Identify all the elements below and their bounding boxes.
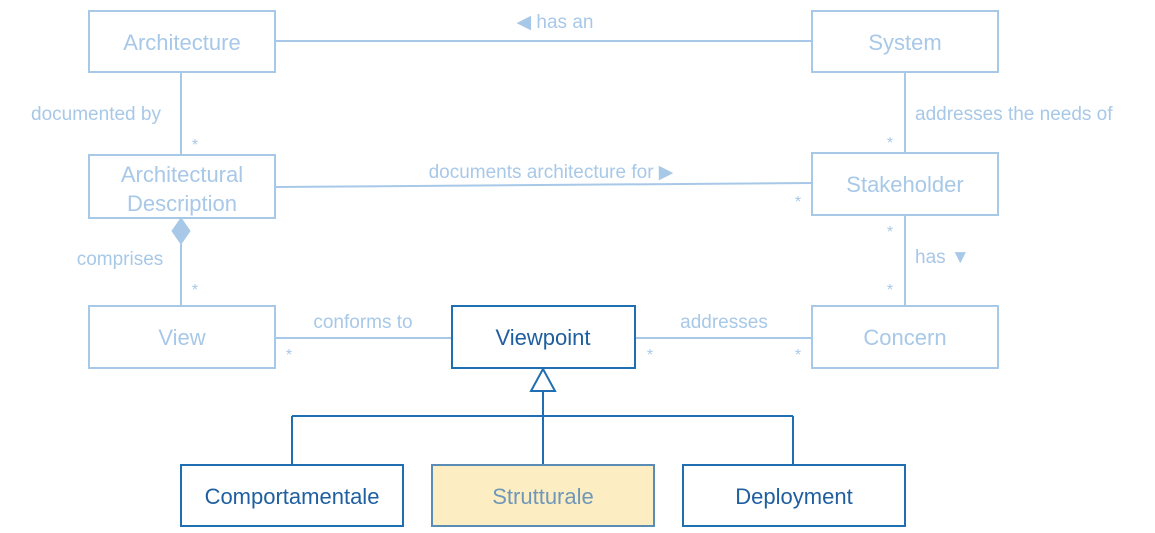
node-system-label: System bbox=[868, 30, 941, 55]
label-has-an: ◀ has an bbox=[517, 12, 594, 33]
label-has: has ▼ bbox=[915, 247, 970, 268]
node-architectural-description bbox=[88, 154, 276, 219]
node-deployment bbox=[682, 464, 906, 527]
label-addresses: addresses bbox=[680, 312, 768, 333]
node-view bbox=[88, 305, 276, 369]
multiplicity-description-top: * bbox=[192, 137, 198, 154]
label-documents-architecture-for: documents architecture for ▶ bbox=[429, 162, 674, 183]
node-concern-label: Concern bbox=[863, 325, 946, 350]
multiplicity-concern-top: * bbox=[887, 282, 893, 299]
multiplicity-stakeholder-left: * bbox=[795, 194, 801, 211]
node-strutturale-label: Strutturale bbox=[492, 484, 594, 509]
multiplicity-stakeholder-bottom: * bbox=[887, 224, 893, 241]
node-architecture bbox=[88, 10, 276, 73]
label-comprises: comprises bbox=[77, 249, 164, 270]
node-stakeholder bbox=[811, 152, 999, 216]
label-conforms-to: conforms to bbox=[313, 312, 412, 333]
multiplicity-concern-left: * bbox=[795, 347, 801, 364]
label-documented-by: documented by bbox=[31, 104, 161, 125]
multiplicity-viewpoint-right: * bbox=[647, 347, 653, 364]
node-stakeholder-label: Stakeholder bbox=[846, 172, 963, 197]
node-view-label: View bbox=[158, 325, 205, 350]
node-comportamentale bbox=[180, 464, 404, 527]
label-addresses-needs-of: addresses the needs of bbox=[915, 104, 1113, 125]
node-architecture-label: Architecture bbox=[123, 30, 240, 55]
multiplicity-view-top: * bbox=[192, 282, 198, 299]
node-architectural-description-label-2: Description bbox=[127, 191, 237, 216]
multiplicity-stakeholder-top: * bbox=[887, 135, 893, 152]
composition-diamond bbox=[171, 217, 191, 245]
edge-description-stakeholder bbox=[274, 182, 813, 188]
generalization-arrowhead bbox=[529, 366, 557, 392]
node-concern bbox=[811, 305, 999, 369]
node-viewpoint-label: Viewpoint bbox=[496, 325, 591, 350]
node-architectural-description-label-1: Architectural bbox=[121, 162, 243, 187]
node-strutturale bbox=[431, 464, 655, 527]
node-system bbox=[811, 10, 999, 73]
multiplicity-view-right: * bbox=[286, 347, 292, 364]
node-viewpoint bbox=[451, 305, 636, 369]
node-comportamentale-label: Comportamentale bbox=[205, 484, 380, 509]
node-deployment-label: Deployment bbox=[735, 484, 852, 509]
